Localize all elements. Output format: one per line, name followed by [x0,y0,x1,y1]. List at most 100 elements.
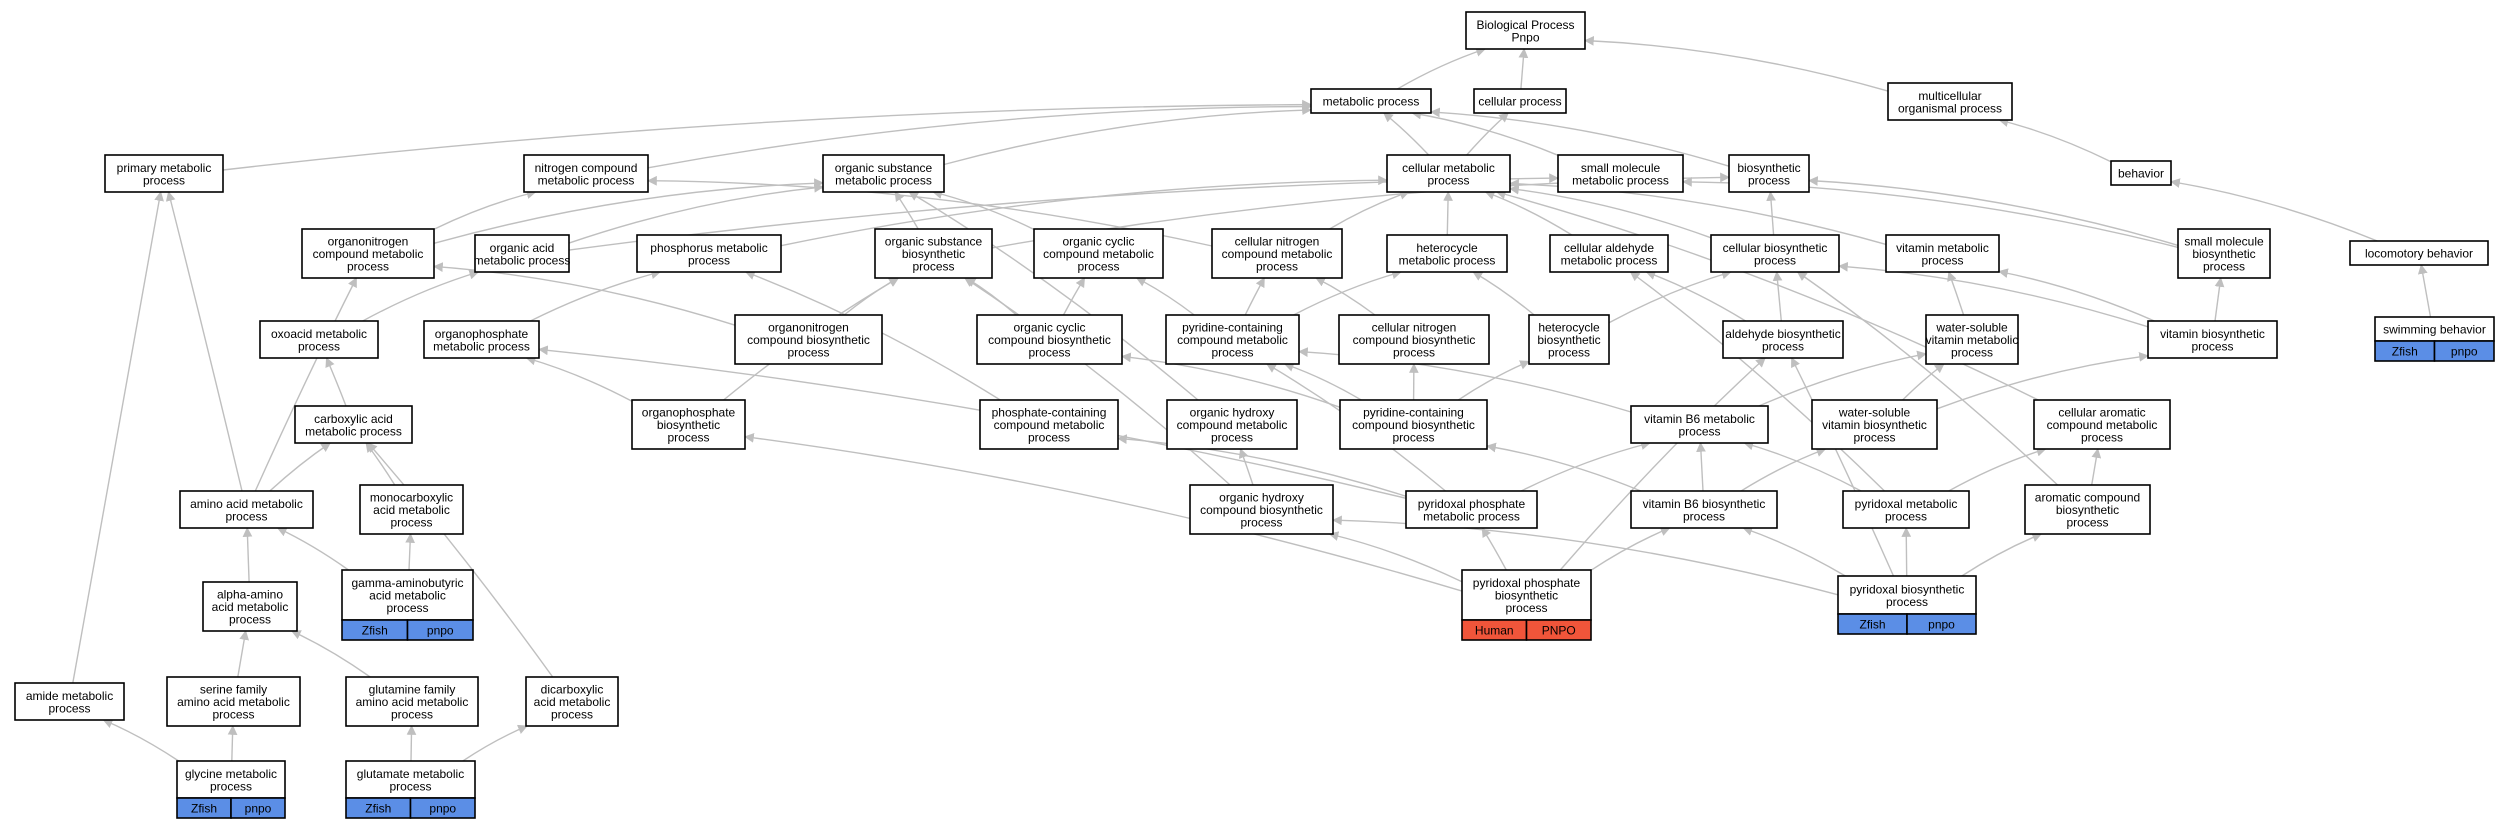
node-organophos-label-line: metabolic process [433,339,530,353]
node-metabolic-box [1310,88,1432,114]
edge-smallmolbio-to-biosyn [1808,176,2179,247]
edge-vitbio-to-smallmolbio [2214,277,2225,322]
node-pyridoxalmet-box [1842,490,1970,529]
edge-amide-to-primary [72,191,164,684]
node-orgsubbio-label-line: organic substance [885,235,983,249]
node-vitb6met-label-line: vitamin B6 metabolic [1644,412,1755,426]
edge-nitrogen-to-metabolic [647,101,1312,169]
node-organophosbio-label-line: organophosphate [642,406,736,420]
node-vitb6bio-box [1630,490,1778,529]
node-swimming-annotation-text: Zfish [2392,345,2418,359]
node-behavior[interactable]: behavior [2110,160,2172,186]
edge-pyridoxalmet-to-cellald [1629,271,1885,492]
node-orgacid-label-line: organic acid [490,241,555,255]
node-phoscontain-label-line: process [1028,431,1070,445]
node-organonitbio-label-line: process [787,346,829,360]
node-serine-label-line: serine family [200,683,267,697]
node-alphaamino-label-line: acid metabolic [212,600,289,614]
edge-cellbio-to-cellmet [1509,184,1712,239]
node-gaba-label-line: process [386,601,428,615]
node-phoscontain-label-line: compound metabolic [994,418,1105,432]
node-vitb6bio-label-line: process [1683,509,1725,523]
node-vitbio-box [2147,320,2278,359]
edge-pyrphosbio-to-organophosbio [744,432,1463,592]
edge-organophosbio-to-organophos [525,355,633,402]
node-cellbio-label-line: process [1754,253,1796,267]
node-cellular[interactable]: cellular process [1473,88,1567,114]
node-biosyn-label-line: process [1748,173,1790,187]
edge-pyridinemet-to-orgcyclic [1135,277,1195,316]
edge-pyridoxalmet-to-vitb6met [1743,440,1862,492]
node-locomotory[interactable]: locomotory behavior [2349,240,2489,266]
node-cellnitrogen-label-line: cellular nitrogen [1235,235,1320,249]
edge-carboxylic-to-oxoacid [325,357,347,407]
node-organonitrogen-label-line: process [347,260,389,274]
node-metabolic[interactable]: metabolic process [1310,88,1432,114]
node-heterobio-label-line: biosynthetic [1537,333,1600,347]
edge-orghydroxybio-to-orghydroxy [1238,448,1254,486]
node-bp-label-line: Pnpo [1511,30,1539,44]
node-vitmet-label-line: process [1921,253,1963,267]
node-oxoacid-box [259,320,379,359]
node-pyrphosbio[interactable]: pyridoxal phosphatebiosyntheticprocessHu… [1461,569,1592,641]
node-cellmet-box [1386,154,1511,193]
node-pyrphosmet-box [1405,490,1538,529]
node-vitb6met-box [1630,405,1769,444]
edge-pyrphosmet-to-organophos [538,345,1407,499]
